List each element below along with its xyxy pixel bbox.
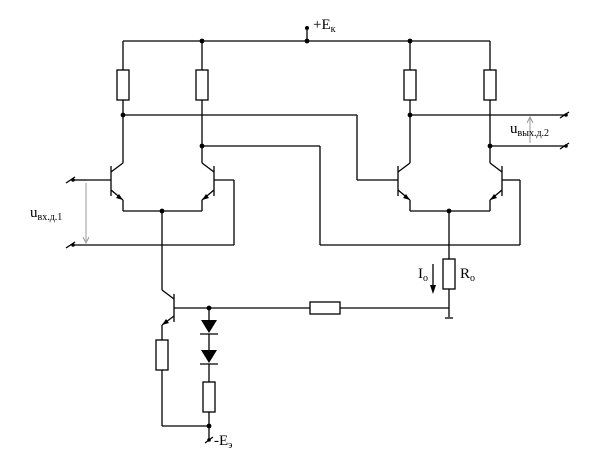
transistor-q5	[161, 289, 449, 340]
resistor-r0-label: Ro	[460, 266, 475, 284]
transistor-q3	[393, 162, 411, 201]
current-label: Io	[418, 266, 428, 284]
output-wires	[410, 111, 570, 150]
emitter-node-stage-1	[122, 200, 203, 290]
transistor-q2	[201, 162, 234, 201]
collector-resistors-stage-1	[116, 41, 209, 163]
interstage-wires	[123, 114, 521, 246]
emitter-node-stage-2	[409, 200, 491, 259]
input-voltage-label: uвх.д.1	[30, 205, 62, 223]
transistor-q1	[86, 162, 124, 201]
bias-resistor	[309, 301, 341, 315]
diode-chain	[200, 308, 218, 444]
collector-resistors-stage-2	[403, 41, 497, 163]
output-voltage-label: uвых.д.2	[510, 121, 549, 139]
supply-pos-label: +Eк	[313, 17, 336, 35]
supply-neg-label: -Eэ	[214, 433, 232, 451]
resistor-q5-emitter	[155, 339, 212, 429]
transistor-q4	[489, 162, 505, 201]
resistor-r0	[442, 258, 456, 319]
supply-rail-top	[123, 26, 490, 44]
input-terminals	[65, 176, 235, 249]
current-arrow	[430, 264, 436, 294]
